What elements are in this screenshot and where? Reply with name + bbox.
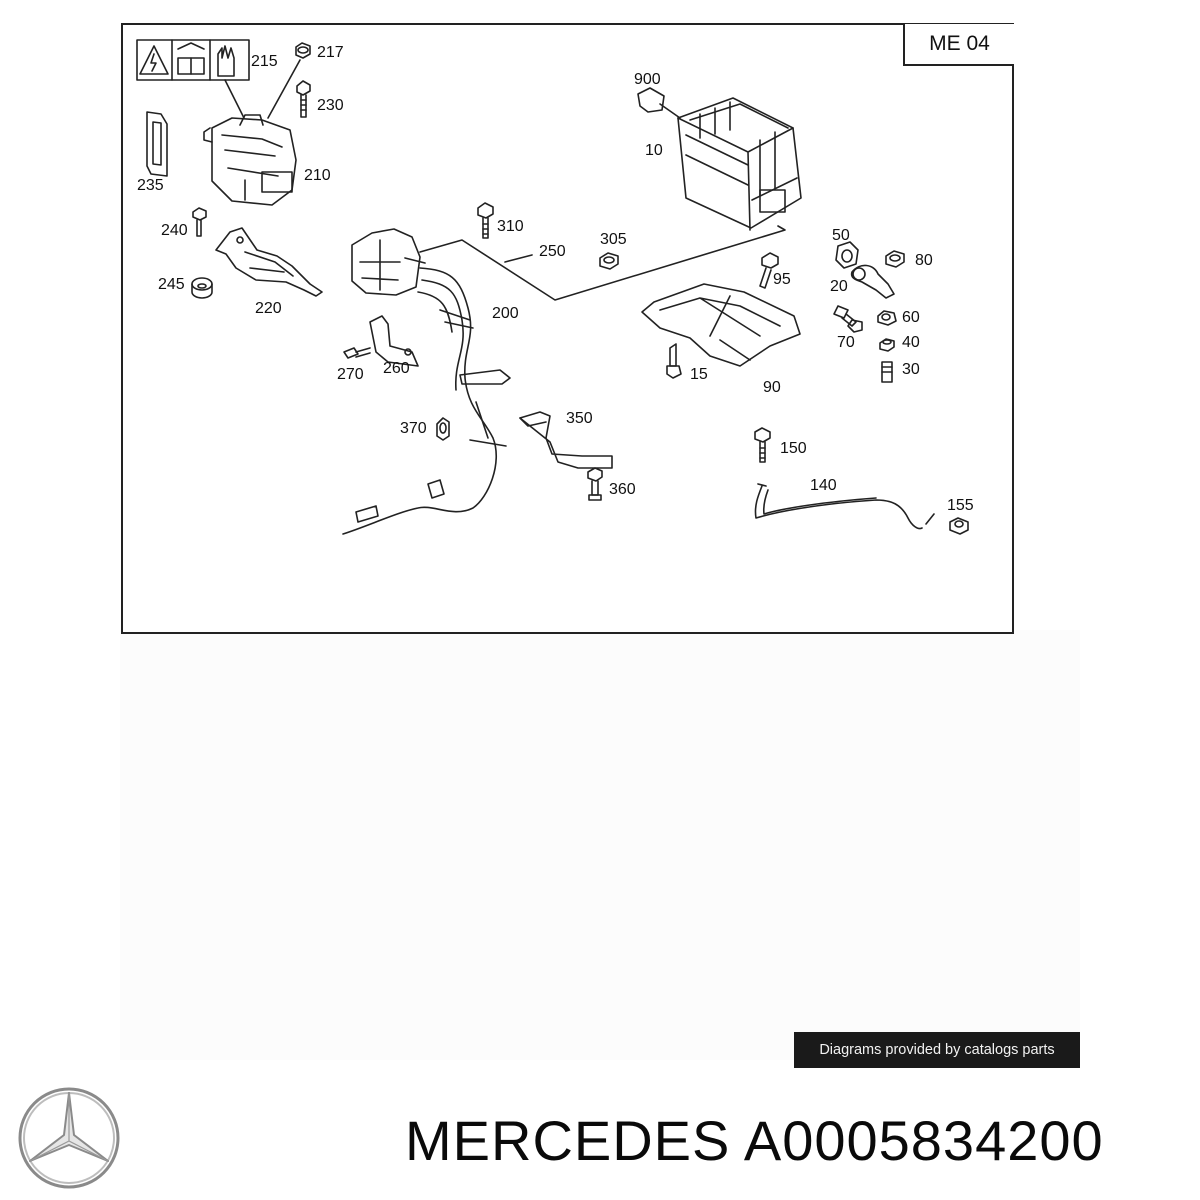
bolt-15-icon	[666, 343, 682, 379]
bolt-310-icon	[477, 202, 494, 239]
bolt-70-icon	[833, 305, 863, 333]
bolt-230-icon	[296, 80, 311, 118]
part-label-40: 40	[902, 334, 920, 351]
part-label-95: 95	[773, 271, 791, 288]
brand-part-number: MERCEDES A0005834200	[405, 1108, 1104, 1174]
part-label-80: 80	[915, 252, 933, 269]
leader-250	[419, 225, 786, 301]
diagram-frame	[121, 23, 1014, 634]
section-code: ME 04	[903, 24, 1014, 66]
seal-50-icon	[835, 241, 859, 269]
nut-217-icon	[295, 42, 311, 59]
part-label-250: 250	[539, 243, 566, 260]
bolt-240-icon	[192, 207, 207, 237]
catalog-watermark: Diagrams provided by catalogs parts	[794, 1032, 1080, 1068]
pipe-140-icon	[754, 483, 935, 530]
part-label-220: 220	[255, 300, 282, 317]
part-label-230: 230	[317, 97, 344, 114]
part-label-217: 217	[317, 44, 344, 61]
tray-90-icon	[641, 283, 801, 367]
part-number: A0005834200	[743, 1109, 1104, 1172]
part-label-200: 200	[492, 305, 519, 322]
part-label-70: 70	[837, 334, 855, 351]
warning-label-215-icon	[136, 39, 250, 81]
part-label-10: 10	[645, 142, 663, 159]
harness-connector-200-icon	[342, 228, 511, 535]
part-label-140: 140	[810, 477, 837, 494]
bracket-350-icon	[519, 411, 613, 469]
part-label-305: 305	[600, 231, 627, 248]
part-label-215: 215	[251, 53, 278, 70]
brand-name: MERCEDES	[405, 1109, 731, 1172]
part-label-50: 50	[832, 227, 850, 244]
part-label-210: 210	[304, 167, 331, 184]
nut-40-icon	[879, 338, 895, 352]
nut-155-icon	[949, 517, 969, 535]
battery-10-icon	[677, 97, 802, 231]
clip-260-icon	[369, 315, 419, 367]
nut-80-icon	[885, 250, 905, 268]
part-label-150: 150	[780, 440, 807, 457]
part-label-260: 260	[383, 360, 410, 377]
nut-370-icon	[436, 417, 450, 441]
part-label-350: 350	[566, 410, 593, 427]
part-label-155: 155	[947, 497, 974, 514]
nut-305-icon	[599, 252, 619, 270]
part-label-20: 20	[830, 278, 848, 295]
label-900-icon	[637, 87, 665, 113]
part-label-360: 360	[609, 481, 636, 498]
part-label-15: 15	[690, 366, 708, 383]
part-label-370: 370	[400, 420, 427, 437]
bracket-220-icon	[215, 227, 323, 297]
nut-60-icon	[877, 310, 897, 326]
mercedes-star-icon	[18, 1087, 120, 1189]
part-label-30: 30	[902, 361, 920, 378]
part-label-245: 245	[158, 276, 185, 293]
charger-module-210-icon	[203, 79, 297, 206]
background-panel	[120, 630, 1080, 1060]
pin-30-icon	[881, 361, 893, 383]
part-label-235: 235	[137, 177, 164, 194]
part-label-310: 310	[497, 218, 524, 235]
part-label-90: 90	[763, 379, 781, 396]
pipe-20-icon	[850, 264, 895, 299]
bolt-95-icon	[759, 252, 779, 289]
part-label-270: 270	[337, 366, 364, 383]
bolt-360-icon	[587, 467, 603, 501]
part-label-240: 240	[161, 222, 188, 239]
bolt-150-icon	[754, 427, 771, 463]
part-label-900: 900	[634, 71, 661, 88]
screw-270-icon	[343, 347, 371, 359]
nut-245-icon	[191, 277, 213, 299]
part-label-60: 60	[902, 309, 920, 326]
gasket-235-icon	[146, 111, 168, 177]
